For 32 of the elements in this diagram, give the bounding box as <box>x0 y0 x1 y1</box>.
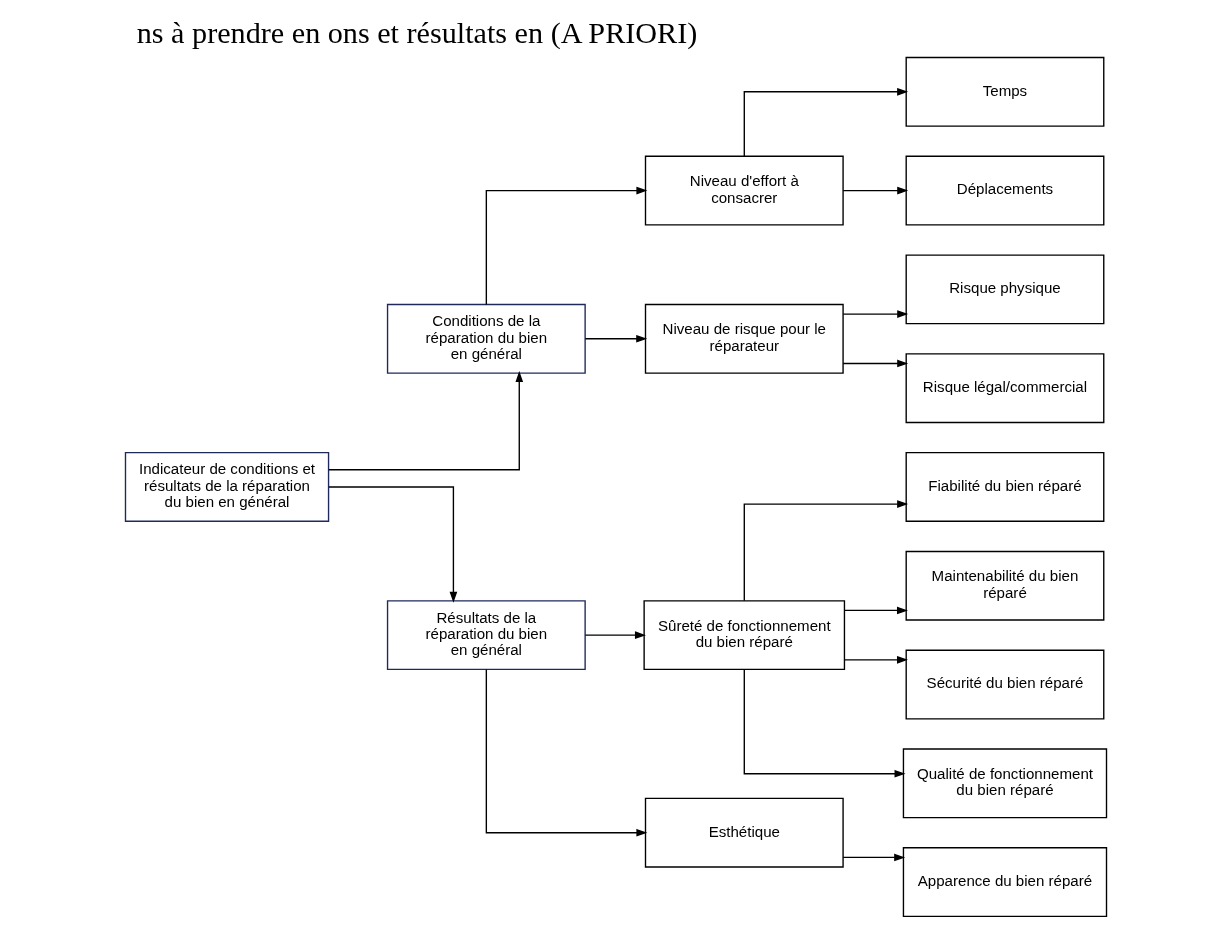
arrow <box>842 186 908 195</box>
node-box: Esthétique <box>644 797 844 868</box>
node-box: Niveau d'effort à consacrer <box>644 155 844 226</box>
node-box: Apparence du bien réparé <box>902 847 1107 918</box>
node-box: Risque légal/commercial <box>905 353 1104 424</box>
node-box: Risque physique <box>905 254 1104 325</box>
node-box: Conditions de la réparation du bien en général <box>386 303 586 374</box>
arrow <box>842 853 905 862</box>
node-box: Indicateur de conditions et résultats de la réparation du bien en général <box>124 451 329 522</box>
arrow <box>485 668 647 837</box>
node-box: Fiabilité du bien réparé <box>905 451 1104 522</box>
node-box: Niveau de risque pour le réparateur <box>644 303 844 374</box>
arrow <box>327 371 523 471</box>
arrow <box>327 486 457 603</box>
node-box: Sécurité du bien réparé <box>905 649 1104 720</box>
arrow <box>584 334 647 343</box>
arrow <box>842 359 908 368</box>
node-box: Résultats de la réparation du bien en général <box>386 600 586 671</box>
node-box: Déplacements <box>905 155 1104 226</box>
diagram-title: ns à prendre en ons et résultats en (A PRIORI) <box>136 16 697 51</box>
node-box: Sûreté de fonctionnement du bien réparé <box>642 600 845 671</box>
arrow <box>843 656 908 664</box>
arrow <box>842 310 908 318</box>
arrow <box>485 186 647 306</box>
arrow <box>584 631 646 639</box>
node-box: Maintenabilité du bien réparé <box>905 550 1104 621</box>
arrow <box>743 500 908 602</box>
arrow <box>743 87 908 157</box>
arrow <box>843 606 908 615</box>
node-box: Qualité de fonctionnement du bien réparé <box>902 748 1107 819</box>
arrow <box>743 669 906 778</box>
node-box: Temps <box>905 56 1104 127</box>
